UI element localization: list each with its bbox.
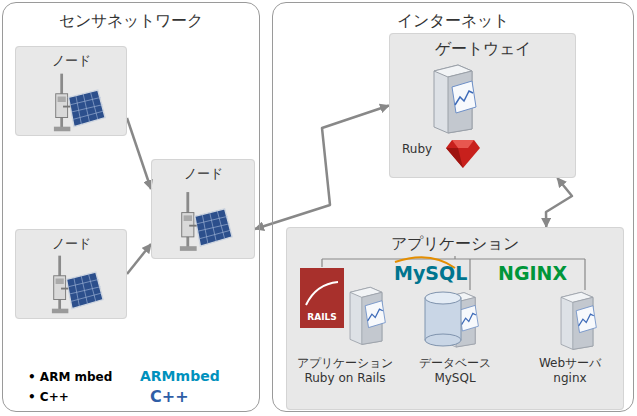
- box-fill: [15, 229, 127, 319]
- ruby-gem: [446, 140, 480, 168]
- nginx-logo-text: NGINX: [498, 262, 578, 286]
- box-fill: [389, 33, 576, 178]
- rails-logo-text: RAILS: [300, 312, 344, 323]
- node-note: Ruby: [402, 142, 442, 156]
- rails-logo: [300, 268, 344, 328]
- mysql-logo-text: MySQL: [394, 262, 464, 286]
- internet-panel: インターネットゲートウェイ Ruby アプリケーション: [272, 2, 634, 412]
- node-title: アプリケーション: [287, 234, 623, 255]
- gateway-server: [434, 65, 476, 133]
- node-title: ノード: [16, 235, 126, 253]
- connector: [127, 244, 151, 274]
- database-icon: [395, 257, 478, 347]
- node-title: ゲートウェイ: [390, 39, 575, 60]
- box-fill: [286, 227, 624, 410]
- node-box: ノード: [15, 229, 127, 319]
- gateway-box: ゲートウェイ Ruby: [389, 33, 576, 178]
- solar-icons: [52, 74, 232, 314]
- node-title: ノード: [152, 165, 254, 183]
- tree-lines: [322, 256, 585, 290]
- tech-item: • ARM mbed: [28, 370, 128, 385]
- node-title: センサネットワーク: [3, 11, 259, 32]
- tech-item: • C++: [28, 390, 128, 405]
- db-caption: データベース MySQL: [410, 356, 500, 386]
- node-title: インターネット: [273, 11, 633, 32]
- node-box: ノード: [151, 159, 255, 259]
- web-server: [561, 292, 596, 349]
- box-fill: [151, 159, 255, 259]
- app-server: [350, 287, 385, 344]
- connector: [255, 106, 389, 230]
- node-title: ノード: [16, 52, 126, 70]
- network-panel: センサネットワークノードノードノード: [2, 2, 260, 412]
- app-caption: アプリケーション Ruby on Rails: [290, 356, 400, 386]
- connector: [127, 118, 151, 189]
- box-fill: [15, 46, 127, 136]
- connector: [546, 178, 572, 227]
- arm-logo-text: ARMmbed: [140, 368, 240, 386]
- node-box: ノード: [15, 46, 127, 136]
- cpp-logo-text: C++: [150, 387, 210, 407]
- web-caption: Webサーバ nginx: [525, 356, 615, 386]
